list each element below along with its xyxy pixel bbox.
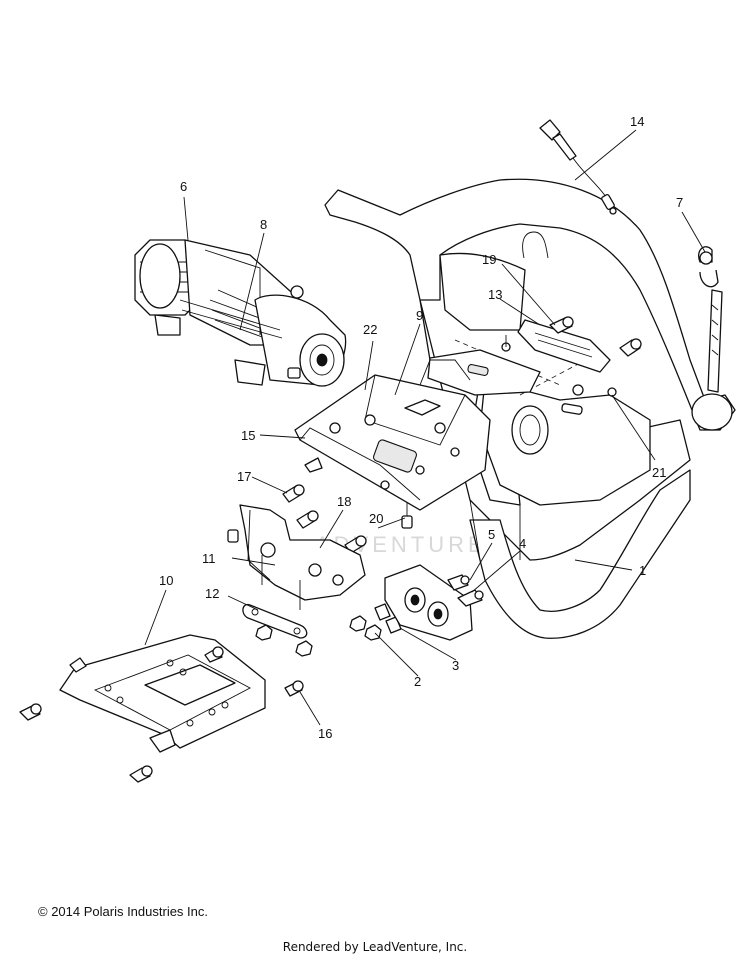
- callout-20: 20: [369, 511, 383, 526]
- skid-plate: [59, 634, 266, 753]
- callout-5: 5: [488, 527, 495, 542]
- callout-8: 8: [260, 217, 267, 232]
- callout-3: 3: [452, 658, 459, 673]
- connector-cable: [539, 119, 617, 215]
- copyright-notice: © 2014 Polaris Industries Inc.: [38, 904, 208, 919]
- hook-strap: [698, 246, 723, 393]
- callout-14: 14: [630, 114, 644, 129]
- bolt-20: [401, 503, 413, 529]
- callout-labels: 1 2 3 4 5 6 7 8 9 10 11 12 13 14 15 16 1…: [159, 114, 683, 741]
- callout-6: 6: [180, 179, 187, 194]
- callout-21: 21: [652, 465, 666, 480]
- callout-1: 1: [639, 563, 646, 578]
- winch-mount-plate: [294, 359, 491, 511]
- link-strap: [242, 603, 308, 639]
- callout-15: 15: [241, 428, 255, 443]
- callout-22: 22: [363, 322, 377, 337]
- callout-13: 13: [488, 287, 502, 302]
- rear-bracket: [227, 504, 366, 610]
- leader-lines: [144, 129, 706, 726]
- callout-11: 11: [202, 551, 216, 566]
- winch-assembly: [134, 239, 347, 387]
- callout-7: 7: [676, 195, 683, 210]
- bumper-frame: [324, 178, 736, 639]
- callout-2: 2: [414, 674, 421, 689]
- fairlead-bolts: [549, 316, 642, 357]
- fairlead: [517, 319, 611, 373]
- roller-bracket: [384, 564, 484, 641]
- callout-18: 18: [337, 494, 351, 509]
- nuts: [255, 603, 402, 657]
- callout-16: 16: [318, 726, 332, 741]
- callout-10: 10: [159, 573, 173, 588]
- callout-19: 19: [482, 252, 496, 267]
- carriage-bolts: [19, 646, 304, 783]
- rendered-by-credit: Rendered by LeadVenture, Inc.: [282, 940, 468, 954]
- callout-9: 9: [416, 308, 423, 323]
- callout-17: 17: [237, 469, 251, 484]
- callout-12: 12: [205, 586, 219, 601]
- callout-4: 4: [519, 536, 526, 551]
